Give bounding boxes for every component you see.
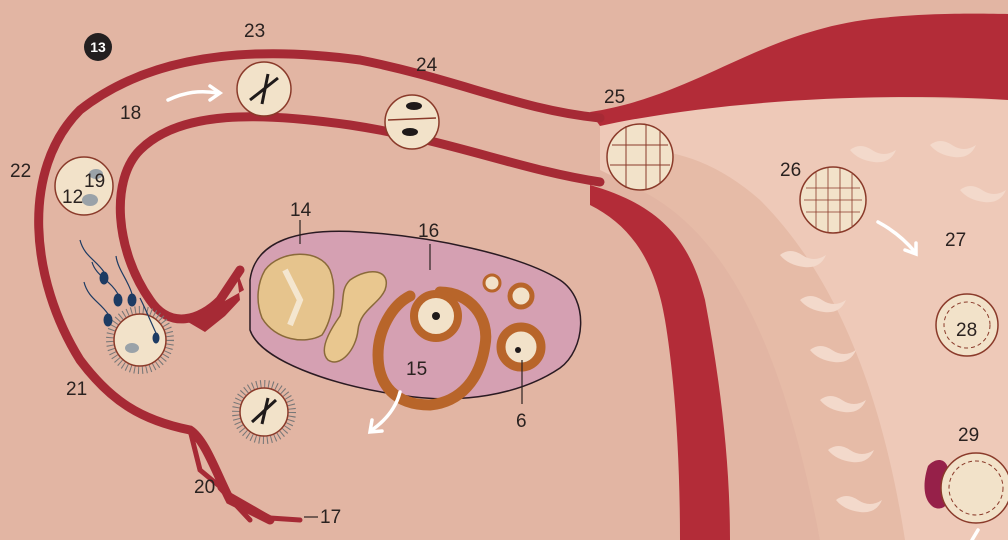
two-cell-stage — [385, 95, 439, 149]
secondary-follicle-nucleus — [515, 347, 521, 353]
label-23: 23 — [244, 22, 265, 41]
secondary-follicle — [501, 327, 541, 367]
morula — [607, 124, 673, 190]
label-22: 22 — [10, 162, 31, 181]
label-12: 12 — [62, 188, 83, 207]
primary-follicle — [510, 285, 532, 307]
label-21: 21 — [66, 380, 87, 399]
label-24: 24 — [416, 56, 437, 75]
label-26: 26 — [780, 161, 801, 180]
label-15: 15 — [406, 360, 427, 379]
figure-badge: 13 — [84, 33, 112, 61]
label-6: 6 — [516, 412, 527, 431]
label-18: 18 — [120, 104, 141, 123]
label-16: 16 — [418, 222, 439, 241]
label-20: 20 — [194, 478, 215, 497]
label-14: 14 — [290, 201, 311, 220]
ovulated-egg — [236, 384, 292, 440]
label-29: 29 — [958, 426, 979, 445]
early-blastocyst — [800, 167, 866, 233]
label-25: 25 — [604, 88, 625, 107]
label-17: 17 — [320, 508, 341, 527]
label-27: 27 — [945, 231, 966, 250]
label-19: 19 — [84, 172, 105, 191]
egg-with-sperm — [110, 310, 170, 370]
first-cleavage — [237, 62, 291, 116]
follicle-nucleus — [432, 312, 440, 320]
primordial-follicle — [484, 275, 500, 291]
label-28: 28 — [956, 321, 977, 340]
